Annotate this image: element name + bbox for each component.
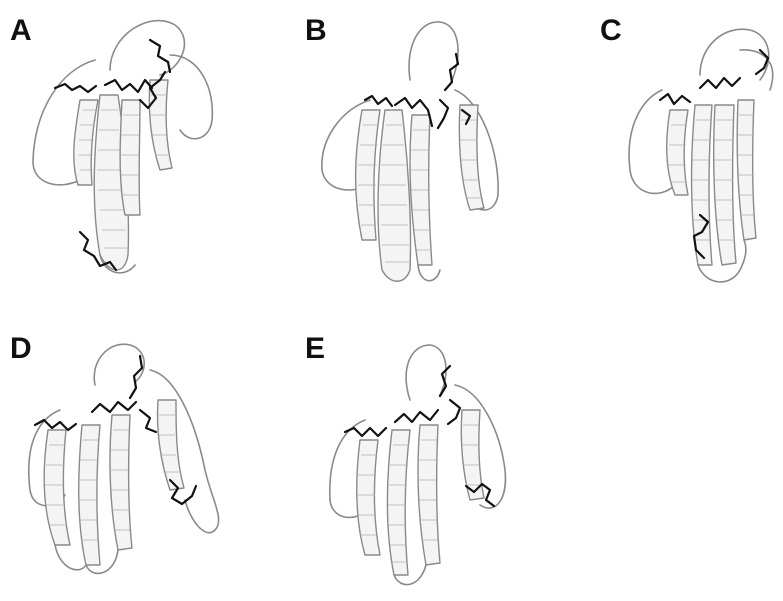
side-chain-e-1: [345, 428, 386, 436]
ribbon-structure-a: [33, 21, 212, 273]
panel-label-c: C: [600, 14, 622, 47]
panel-c: C: [600, 14, 773, 282]
ribbon-structure-d: [29, 344, 219, 573]
panel-a: A: [10, 14, 212, 273]
panel-label-d: D: [10, 332, 32, 365]
ribbon-structure-b: [322, 22, 498, 281]
side-chain-b-3: [445, 54, 458, 90]
side-chain-a-4: [150, 40, 170, 72]
side-chain-c-1: [660, 94, 690, 104]
side-chain-e-4: [448, 400, 460, 424]
panel-label-e: E: [305, 332, 325, 365]
side-chain-d-2: [92, 402, 136, 412]
side-chain-c-2: [700, 78, 740, 88]
panel-label-a: A: [10, 14, 32, 47]
panel-d: D: [10, 332, 219, 573]
side-chain-d-4: [140, 410, 156, 432]
side-chain-e-3: [440, 366, 450, 396]
panel-b: B: [305, 14, 498, 281]
side-chain-b-4: [438, 100, 448, 128]
panel-label-b: B: [305, 14, 327, 47]
ribbon-structure-e: [330, 345, 506, 585]
side-chain-a-1: [55, 84, 96, 92]
ribbon-structure-c: [629, 29, 773, 282]
side-chain-a-2: [105, 80, 152, 92]
panel-e: E: [305, 332, 505, 585]
side-chain-e-2: [395, 410, 438, 422]
